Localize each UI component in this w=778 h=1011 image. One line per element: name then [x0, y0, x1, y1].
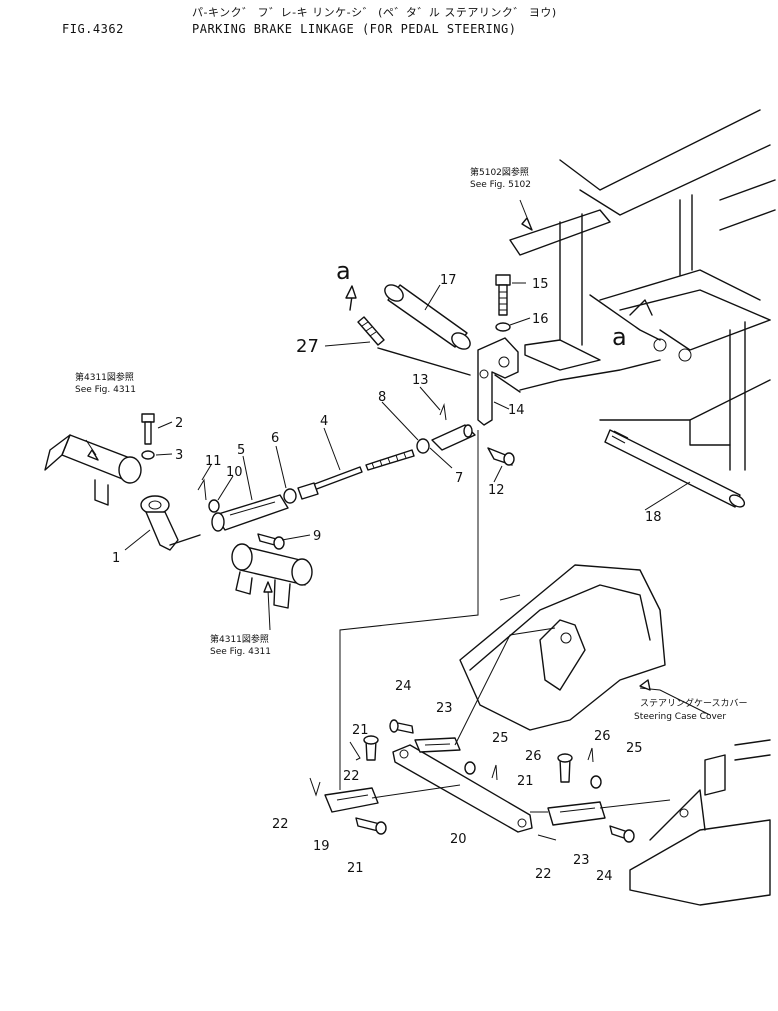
lower-right-housing — [629, 739, 771, 906]
ref-fig4311-left-jp: 第4311図参照 — [75, 371, 134, 383]
part-16-washer — [495, 322, 511, 332]
part-5-clevis — [211, 494, 289, 532]
marker-a-top: a — [336, 257, 351, 285]
callout-16: 16 — [532, 312, 549, 327]
part-8-nut — [416, 438, 430, 454]
callout-26b: 26 — [594, 729, 611, 744]
bottom-pipe — [231, 543, 313, 609]
part-27-fitting — [357, 316, 471, 376]
part-25-washer-b — [590, 775, 602, 789]
callout-5: 5 — [237, 443, 245, 458]
callout-22b: 22 — [272, 817, 289, 832]
part-26-cotter-pin-a — [491, 764, 498, 781]
callout-18: 18 — [645, 510, 662, 525]
part-2-bolt — [141, 413, 155, 445]
ref-fig4311-bottom-en: See Fig. 4311 — [210, 647, 271, 657]
part-22-cotter-pin-b — [309, 777, 321, 797]
callout-11: 11 — [205, 454, 222, 469]
callout-19: 19 — [313, 839, 330, 854]
callout-21b: 21 — [517, 774, 534, 789]
part-17-sleeve — [384, 284, 471, 350]
callout-24b: 24 — [596, 869, 613, 884]
callout-20: 20 — [450, 832, 467, 847]
callout-7: 7 — [455, 471, 463, 486]
ref-fig4311-left-en: See Fig. 4311 — [75, 385, 136, 395]
arrow-5102-head — [521, 217, 533, 231]
ref-fig4311-bottom-jp: 第4311図参照 — [210, 633, 269, 645]
part-19-clevis — [324, 787, 379, 813]
frame-structure — [494, 109, 776, 471]
steering-case-cover — [459, 564, 666, 731]
part-15-bolt — [495, 274, 511, 316]
part-24-pin-a — [389, 719, 414, 734]
callout-25b: 25 — [626, 741, 643, 756]
part-9-pin — [257, 533, 285, 550]
ref-fig5102-jp: 第5102図参照 — [470, 166, 529, 178]
leader-lines — [85, 199, 711, 716]
part-21-pin-a — [363, 735, 379, 761]
arrow-4311-bottom-head — [263, 581, 273, 593]
left-pipe — [44, 434, 142, 506]
arrow-cover-head — [639, 679, 651, 691]
callout-17: 17 — [440, 273, 457, 288]
callout-9: 9 — [313, 529, 321, 544]
part-6-nut — [283, 488, 297, 504]
callout-22c: 22 — [535, 867, 552, 882]
part-11-cotter-pin — [197, 478, 207, 501]
callout-3: 3 — [175, 448, 183, 463]
part-10-washer — [208, 499, 220, 513]
callout-25a: 25 — [492, 731, 509, 746]
title-japanese: パ-キンク゛ フ゛レ-キ リンケ-シ゛ (ペ゛タ゛ル ステアリンク゛ ヨウ) — [192, 6, 557, 19]
callout-26a: 26 — [525, 749, 542, 764]
part-22-cotter-pin-c — [537, 834, 557, 841]
marker-a-right: a — [612, 323, 627, 351]
callout-27: 27 — [296, 336, 319, 357]
callout-4: 4 — [320, 414, 328, 429]
ref-steering-cover-jp: ステアリングケースカバー — [640, 697, 748, 709]
callout-2: 2 — [175, 416, 183, 431]
callout-22a: 22 — [343, 769, 360, 784]
part-23-clevis-upper — [414, 737, 461, 753]
callout-6: 6 — [271, 431, 279, 446]
title-english: PARKING BRAKE LINKAGE (FOR PEDAL STEERIN… — [192, 22, 517, 36]
part-4-rod — [297, 449, 415, 500]
part-13-cotter-pin — [439, 403, 447, 421]
callout-15: 15 — [532, 277, 549, 292]
part-23-clevis-lower — [547, 801, 606, 826]
part-25-washer-a — [464, 761, 476, 775]
callout-10: 10 — [226, 465, 243, 480]
part-12-pin — [487, 447, 515, 466]
callout-12: 12 — [488, 483, 505, 498]
callout-24a: 24 — [395, 679, 412, 694]
callout-23a: 23 — [436, 701, 453, 716]
part-24-pin-b — [609, 825, 635, 843]
figure-number: FIG.4362 — [62, 22, 124, 36]
part-21-pin-b — [557, 753, 573, 783]
callout-23b: 23 — [573, 853, 590, 868]
callout-14: 14 — [508, 403, 525, 418]
ref-fig5102-en: See Fig. 5102 — [470, 180, 531, 190]
part-7-clevis — [431, 424, 476, 451]
arrow-a-top-head — [345, 285, 357, 299]
callout-8: 8 — [378, 390, 386, 405]
part-1-lever — [140, 495, 201, 551]
part-21-pin-c — [355, 817, 387, 835]
callout-21c: 21 — [347, 861, 364, 876]
part-20-arm — [392, 744, 533, 833]
arrow-4311-left-head — [87, 449, 99, 461]
part-18-shaft — [604, 429, 746, 508]
connection-lines — [339, 430, 671, 813]
part-3-washer — [141, 450, 155, 460]
part-14-bracket — [477, 337, 519, 426]
part-22-cotter-pin-a — [349, 741, 361, 761]
callout-1: 1 — [112, 551, 120, 566]
part-26-cotter-pin-b — [587, 747, 594, 763]
ref-steering-cover-en: Steering Case Cover — [634, 712, 726, 722]
callout-13: 13 — [412, 373, 429, 388]
arrow-a-right — [629, 299, 653, 316]
callout-21a: 21 — [352, 723, 369, 738]
